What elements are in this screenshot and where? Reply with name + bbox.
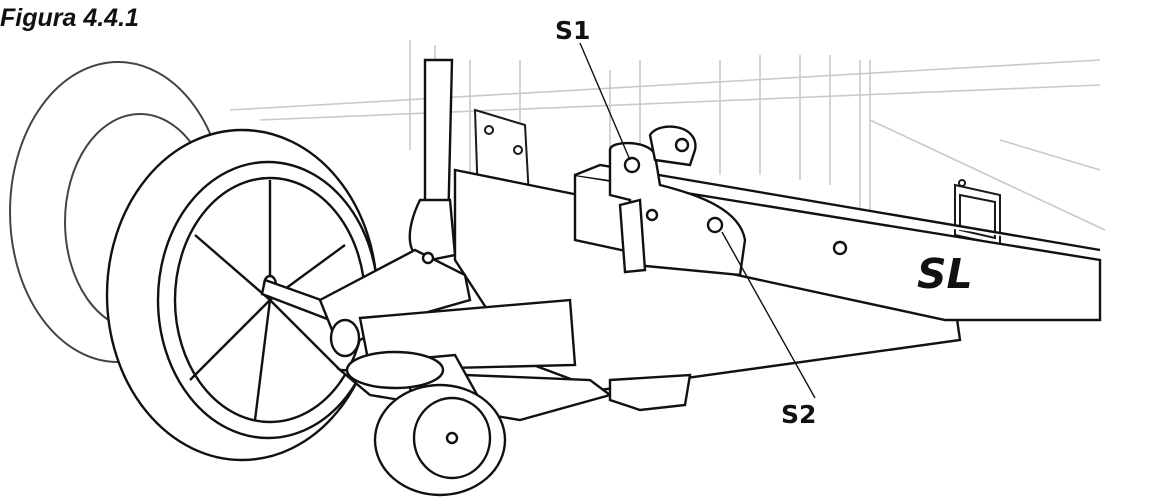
caster-wheel [345, 350, 507, 497]
leader-lines [579, 42, 816, 399]
callout-sl: SL [917, 250, 973, 298]
front-wheel [105, 128, 380, 462]
background-frame [229, 40, 1106, 231]
figure-caption: Figura 4.4.1 [0, 4, 139, 32]
bracket-plates [608, 125, 747, 277]
callout-s1: S1 [555, 16, 591, 45]
axle-handle [260, 58, 457, 322]
s2-bolt-hole [706, 216, 724, 234]
callout-s2: S2 [781, 400, 817, 429]
s2-leader-line [721, 231, 816, 399]
s1-leader-line [579, 42, 631, 161]
s1-bolt-hole [623, 156, 641, 174]
